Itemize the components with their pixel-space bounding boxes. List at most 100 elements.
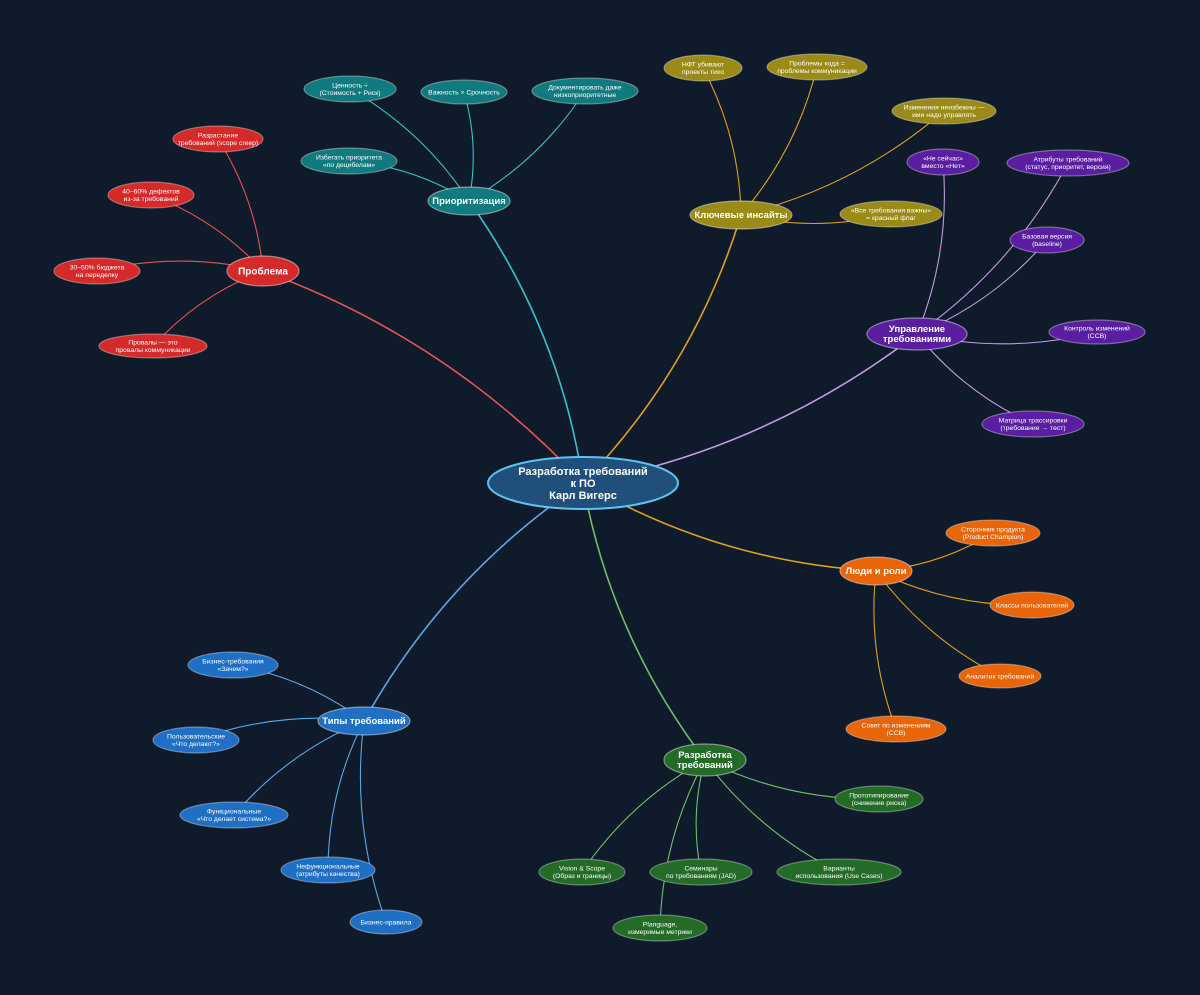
edge-elicitation-1	[704, 759, 840, 873]
center-node-label: Разработка требований	[518, 466, 648, 478]
leaf-people-1[interactable]: Классы пользователей	[989, 591, 1075, 619]
leaf-people-2[interactable]: Аналитик требований	[958, 663, 1042, 689]
leaf-people-0-shape	[945, 519, 1041, 547]
branch-prioritization-label: Приоритизация	[432, 196, 506, 207]
leaf-problem-0-shape	[172, 125, 264, 153]
branch-people[interactable]: Люди и роли	[839, 556, 913, 586]
branch-types[interactable]: Типы требований	[317, 706, 411, 736]
leaf-problem-2-shape	[53, 257, 141, 285]
leaf-management-0[interactable]: «Не сейчас»вместо «Нет»	[906, 148, 980, 176]
leaf-elicitation-4[interactable]: Planguage,измеримые метрики	[612, 914, 708, 942]
leaf-management-3-shape	[1048, 319, 1146, 345]
leaf-elicitation-4-shape	[612, 914, 708, 942]
leaf-insights-2[interactable]: Изменения неизбежны —ими надо управлять	[891, 97, 997, 125]
leaf-problem-3-label: Провалы — это	[128, 340, 178, 347]
leaf-elicitation-3-shape	[538, 858, 626, 886]
branch-elicitation-shape	[663, 743, 747, 777]
leaf-problem-1-label: 40–60% дефектов	[122, 189, 180, 196]
branch-insights-shape	[689, 200, 793, 230]
edge-management-0	[916, 161, 945, 335]
leaf-insights-1-label: проблемы коммуникации	[777, 67, 857, 75]
leaf-elicitation-3-label: (Образ и границы)	[553, 872, 611, 880]
leaf-management-3[interactable]: Контроль изменений(CCB)	[1048, 319, 1146, 345]
leaf-elicitation-0-label: Прототипирование	[849, 793, 909, 800]
leaf-types-0-label: Бизнес-требования	[202, 658, 264, 666]
leaf-types-4[interactable]: Бизнес-правила	[349, 909, 423, 935]
leaf-management-3-label: Контроль изменений	[1064, 325, 1130, 333]
leaf-elicitation-0-label: (снижение риска)	[852, 800, 907, 807]
leaf-problem-2-label: 30–50% бюджета	[70, 264, 125, 272]
leaf-elicitation-0[interactable]: Прототипирование(снижение риска)	[834, 785, 924, 813]
branch-insights[interactable]: Ключевые инсайты	[689, 200, 793, 230]
leaf-people-3-label: Совет по изменениям	[862, 723, 931, 730]
leaf-management-2[interactable]: Базовая версия(baseline)	[1009, 226, 1085, 254]
leaf-insights-3[interactable]: «Все требования важны»= красный флаг	[839, 200, 943, 228]
leaf-prioritization-2-label: низкоприоритетные	[554, 92, 616, 99]
leaf-prioritization-1-shape	[420, 79, 508, 105]
leaf-types-2[interactable]: Функциональные«Что делает система?»	[179, 801, 289, 829]
edge-elicitation-3	[581, 759, 706, 873]
branch-management-label: требованиями	[883, 334, 951, 345]
leaf-management-4[interactable]: Матрица трассировки(требование → тест)	[981, 410, 1085, 438]
leaf-elicitation-3[interactable]: Vision & Scope(Образ и границы)	[538, 858, 626, 886]
leaf-elicitation-4-label: Planguage,	[643, 922, 678, 929]
edge-insights-1	[740, 66, 818, 216]
branch-people-label: Люди и роли	[846, 566, 907, 577]
leaf-management-1[interactable]: Атрибуты требований(статус, приоритет, в…	[1006, 149, 1130, 177]
leaf-insights-1[interactable]: Проблемы кода =проблемы коммуникации	[766, 53, 868, 81]
leaf-types-3[interactable]: Нефункциональные(атрибуты качества)	[280, 856, 376, 884]
leaf-prioritization-2-shape	[531, 77, 639, 105]
edge-elicitation-2	[695, 759, 706, 873]
leaf-prioritization-0-label: (Стоимость + Риск)	[319, 90, 380, 97]
leaf-management-0-label: вместо «Нет»	[921, 163, 964, 170]
leaf-prioritization-3[interactable]: Избегать приоритета«по децибелам»	[300, 147, 398, 175]
leaf-problem-0-label: Разрастание	[198, 133, 238, 140]
leaf-types-0-label: «Зачем?»	[217, 666, 248, 673]
leaf-insights-0-label: проекты тихо	[682, 69, 724, 76]
branch-problem-shape	[226, 255, 300, 287]
leaf-prioritization-0[interactable]: Ценность ÷(Стоимость + Риск)	[303, 75, 397, 103]
leaf-prioritization-1[interactable]: Важность × Срочность	[420, 79, 508, 105]
leaf-people-3[interactable]: Совет по изменениям(CCB)	[845, 715, 947, 743]
edge-problem-0	[217, 138, 264, 272]
leaf-types-0[interactable]: Бизнес-требования«Зачем?»	[187, 651, 279, 679]
branch-types-label: Типы требований	[322, 716, 406, 727]
leaf-elicitation-2-label: по требованиям (JAD)	[666, 872, 736, 880]
leaf-people-0[interactable]: Сторонник продукта(Product Champion)	[945, 519, 1041, 547]
center-node-shape	[487, 456, 679, 510]
branch-problem[interactable]: Проблема	[226, 255, 300, 287]
branch-elicitation-label: требований	[677, 760, 733, 771]
leaf-insights-2-shape	[891, 97, 997, 125]
leaf-problem-0-label: требований (scope creep)	[178, 139, 258, 147]
leaf-types-1[interactable]: Пользовательские«Что делают?»	[152, 726, 240, 754]
leaf-types-2-label: «Что делает система?»	[197, 816, 271, 823]
edge-insights-0	[702, 67, 742, 216]
edge-center-prioritization	[468, 200, 584, 484]
edge-center-insights	[582, 214, 742, 484]
branch-prioritization[interactable]: Приоритизация	[427, 186, 511, 216]
branch-types-shape	[317, 706, 411, 736]
edge-management-1	[916, 162, 1069, 335]
leaf-prioritization-3-label: Избегать приоритета	[316, 154, 382, 162]
leaf-problem-1-label: из-за требований	[124, 195, 179, 203]
leaf-insights-0-label: НФТ убивают	[682, 61, 724, 69]
leaf-people-1-shape	[989, 591, 1075, 619]
leaf-types-4-label: Бизнес-правила	[361, 919, 412, 926]
leaf-insights-2-label: Изменения неизбежны —	[904, 104, 985, 112]
leaf-insights-3-shape	[839, 200, 943, 228]
leaf-management-2-shape	[1009, 226, 1085, 254]
leaf-management-2-label: (baseline)	[1032, 241, 1062, 248]
